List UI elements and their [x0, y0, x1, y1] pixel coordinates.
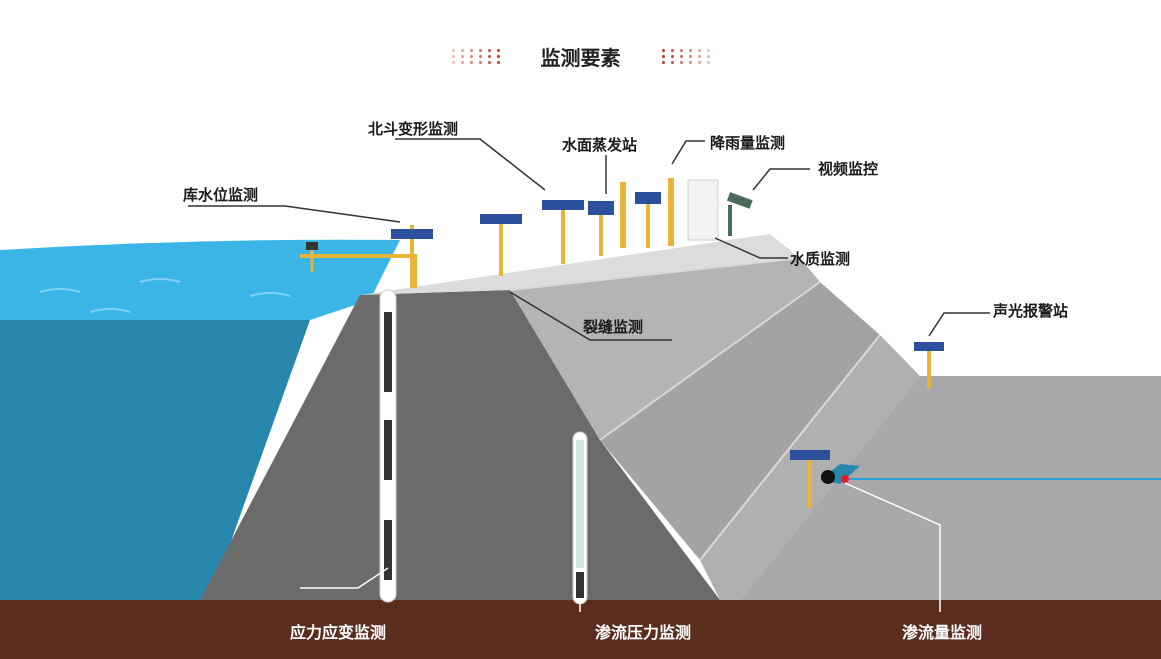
reservoir-surface-water [0, 239, 400, 320]
decorative-dot [671, 49, 674, 52]
decorative-dot [662, 55, 665, 58]
decorative-dot [662, 49, 665, 52]
label-evaporation: 水面蒸发站 [562, 136, 638, 154]
decorative-dot [671, 61, 674, 64]
decorative-dot [452, 49, 455, 52]
decorative-dot [497, 55, 500, 58]
beidou-station-1 [480, 214, 522, 276]
decorative-dot [470, 55, 473, 58]
label-seepage-pressure: 渗流压力监测 [595, 623, 692, 642]
leader-lines [188, 138, 990, 341]
decorative-dot [497, 49, 500, 52]
reservoir-level-station [391, 225, 433, 288]
dam-slope-upper [510, 258, 820, 440]
rainfall-station [635, 178, 674, 248]
decorative-dot [461, 49, 464, 52]
decorative-dot [680, 55, 683, 58]
stress-strain-pipe [379, 289, 397, 603]
decorative-dot [707, 55, 710, 58]
decorative-dot [698, 61, 701, 64]
decorative-dot [470, 49, 473, 52]
alarm-station [914, 342, 944, 388]
decorative-dots-right [658, 47, 716, 67]
downstream-berm [740, 376, 1161, 600]
decorative-dot [680, 49, 683, 52]
page-title: 监测要素 [540, 46, 621, 70]
decorative-dot [698, 49, 701, 52]
decorative-dot [488, 61, 491, 64]
decorative-dot [488, 55, 491, 58]
label-beidou: 北斗变形监测 [368, 120, 459, 138]
label-video: 视频监控 [818, 160, 879, 178]
decorative-dot [452, 61, 455, 64]
decorative-dot [707, 49, 710, 52]
video-camera [727, 192, 753, 236]
decorative-dot [662, 61, 665, 64]
decorative-dots-left [448, 47, 506, 67]
decorative-dot [497, 61, 500, 64]
decorative-dot [461, 61, 464, 64]
decorative-dot [689, 55, 692, 58]
label-crack: 裂缝监测 [583, 318, 644, 336]
water-quality-cabinet [687, 179, 719, 241]
label-alarm: 声光报警站 [993, 302, 1069, 320]
evaporation-station [588, 182, 626, 256]
decorative-dot [707, 61, 710, 64]
seepage-flow-station [790, 450, 1161, 508]
dam-upstream-body [200, 290, 720, 600]
label-seepage-flow: 渗流量监测 [902, 623, 983, 642]
decorative-dot [479, 61, 482, 64]
decorative-dot [680, 61, 683, 64]
decorative-dot [698, 55, 701, 58]
decorative-dot [470, 61, 473, 64]
decorative-dot [479, 55, 482, 58]
label-reservoir-level: 库水位监测 [183, 186, 259, 204]
decorative-dot [479, 49, 482, 52]
decorative-dot [488, 49, 491, 52]
section-header: 监测要素 [0, 38, 1161, 74]
decorative-dot [689, 61, 692, 64]
decorative-dot [452, 55, 455, 58]
decorative-dot [671, 55, 674, 58]
dam-slope-middle [600, 282, 880, 560]
label-stress-strain: 应力应变监测 [290, 623, 387, 642]
beidou-station-2 [542, 200, 584, 264]
decorative-dot [689, 49, 692, 52]
decorative-dot [461, 55, 464, 58]
dam-crest [360, 234, 800, 295]
label-rainfall: 降雨量监测 [710, 134, 786, 152]
reservoir-deep-water [0, 320, 310, 600]
seepage-pressure-pipe [572, 431, 588, 605]
label-water-quality: 水质监测 [790, 250, 851, 268]
